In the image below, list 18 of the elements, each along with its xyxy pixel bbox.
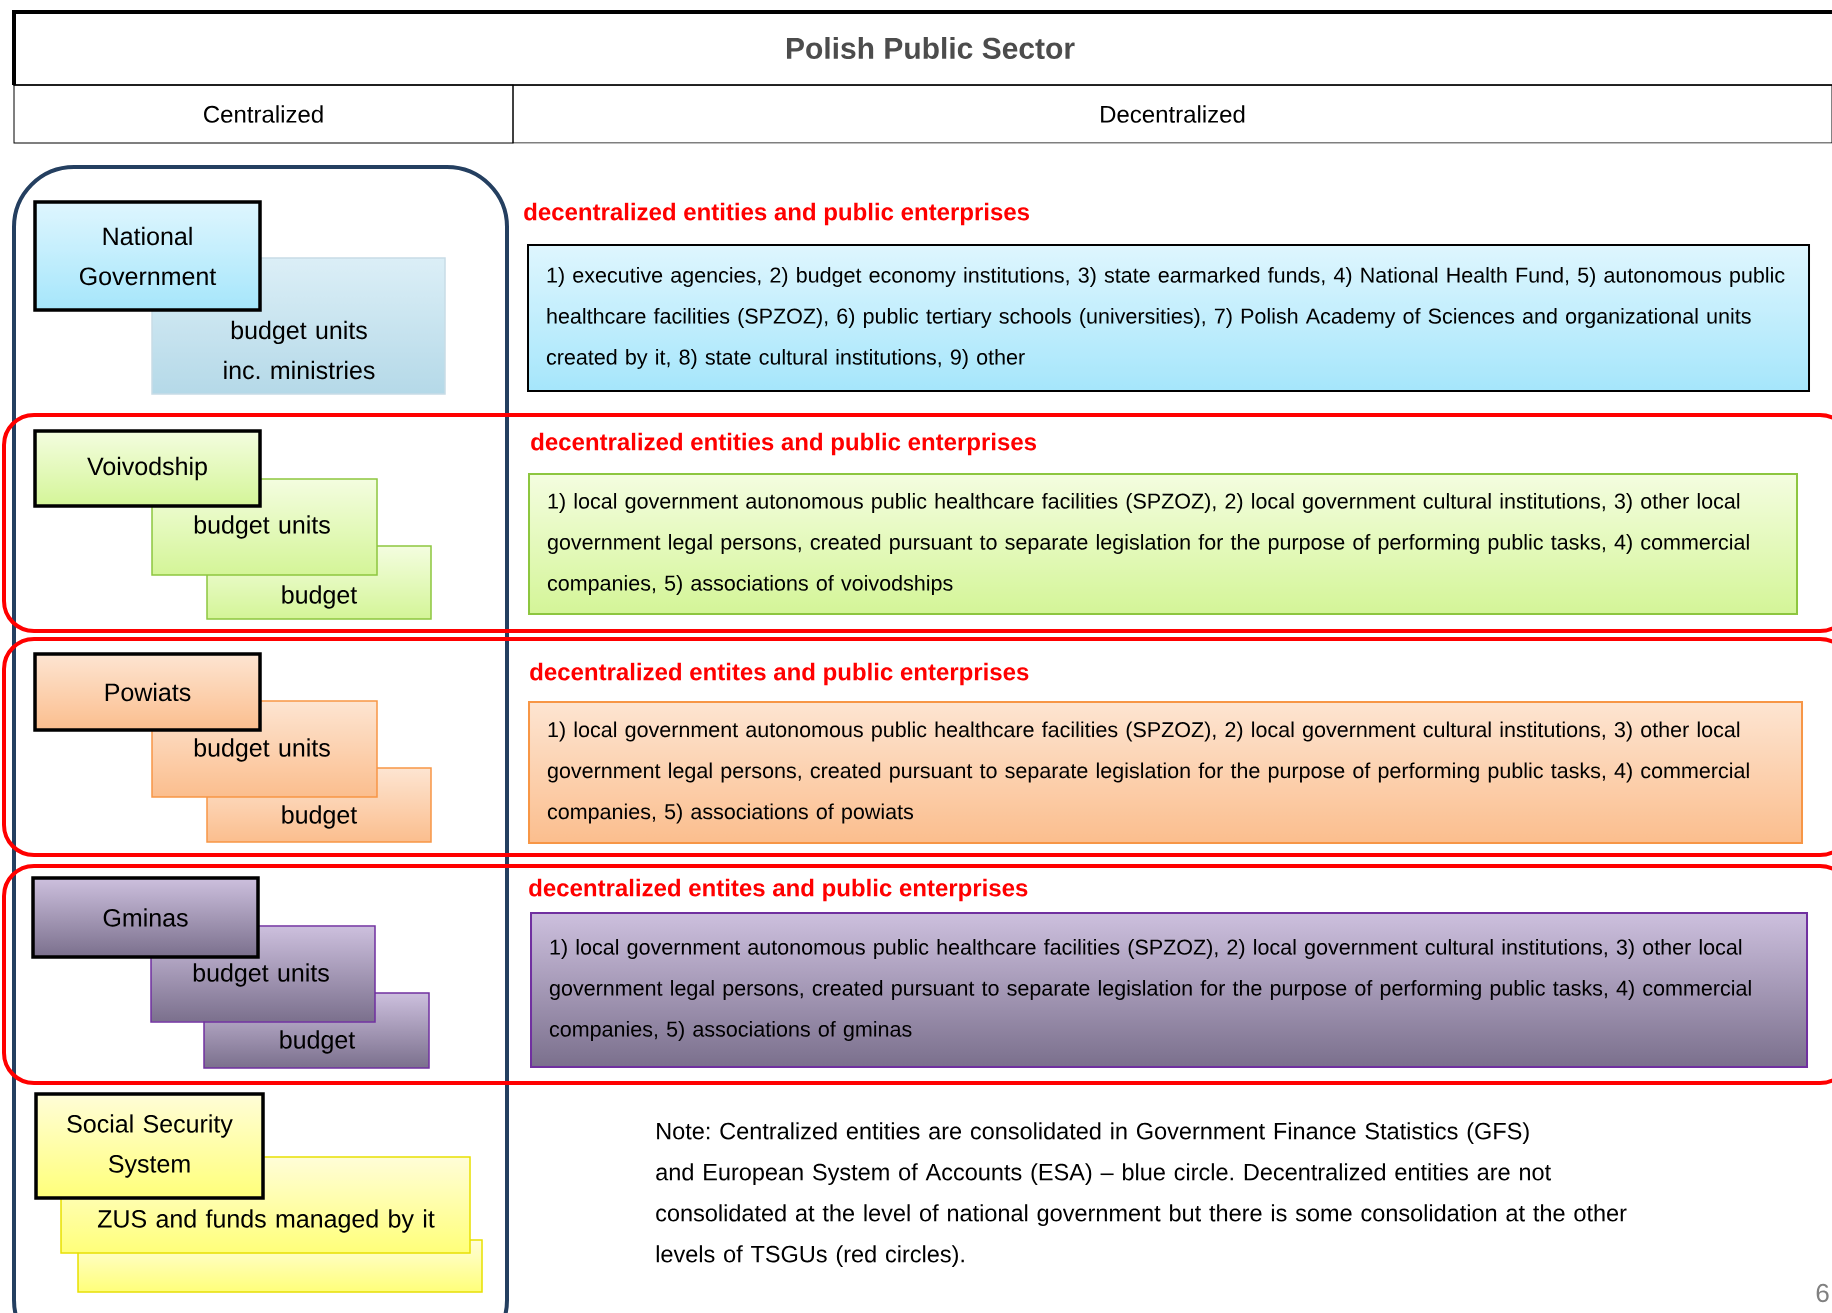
note: Note: Centralized entities are consolidated in Government Finance Statistics (GFS) and European System of Accounts (ESA) – blue circle. Decentralized entities are not consolidated at the level of national government but there is some consolidation at the other levels of TSGUs (red circles).: [656, 1122, 1627, 1268]
level-box: National Government: [33, 200, 262, 312]
level-box: Social Security System: [34, 1092, 265, 1200]
section-heading: decentralized entities and public enterprises: [531, 432, 1037, 456]
level-box: Gminas: [31, 876, 260, 959]
level-box: Powiats: [33, 652, 262, 732]
section-heading: decentralized entities and public enterprises: [524, 202, 1030, 226]
header-cell: Centralized: [13, 84, 514, 144]
page-number: 6: [1816, 1283, 1829, 1303]
section-heading: decentralized entites and public enterprises: [529, 878, 1028, 902]
level-box: Voivodship: [33, 429, 262, 508]
section-heading: decentralized entites and public enterprises: [530, 662, 1029, 686]
description-box: 1) local government autonomous public healthcare facilities (SPZOZ), 2) local government cultural institutions, 3) other local government legal persons, created pursuant to separate legislation for the purpose of performing public tasks, 4) commercial companies, 5) associations of gminas: [530, 912, 1808, 1068]
header-cell: Decentralized: [512, 84, 1832, 144]
description-box: 1) executive agencies, 2) budget economy institutions, 3) state earmarked funds, 4) National Health Fund, 5) autonomous public healthcare facilities (SPZOZ), 6) public tertiary schools (universities), 7) Polish Academy of Sciences and organizational units created by it, 8) state cultural institutions, 9) other: [527, 244, 1810, 392]
title-banner: Polish Public Sector: [12, 10, 1832, 86]
description-box: 1) local government autonomous public healthcare facilities (SPZOZ), 2) local government cultural institutions, 3) other local government legal persons, created pursuant to separate legislation for the purpose of performing public tasks, 4) commercial companies, 5) associations of powiats: [528, 701, 1803, 844]
description-box: 1) local government autonomous public healthcare facilities (SPZOZ), 2) local government cultural institutions, 3) other local government legal persons, created pursuant to separate legislation for the purpose of performing public tasks, 4) commercial companies, 5) associations of voivodships: [528, 473, 1798, 615]
